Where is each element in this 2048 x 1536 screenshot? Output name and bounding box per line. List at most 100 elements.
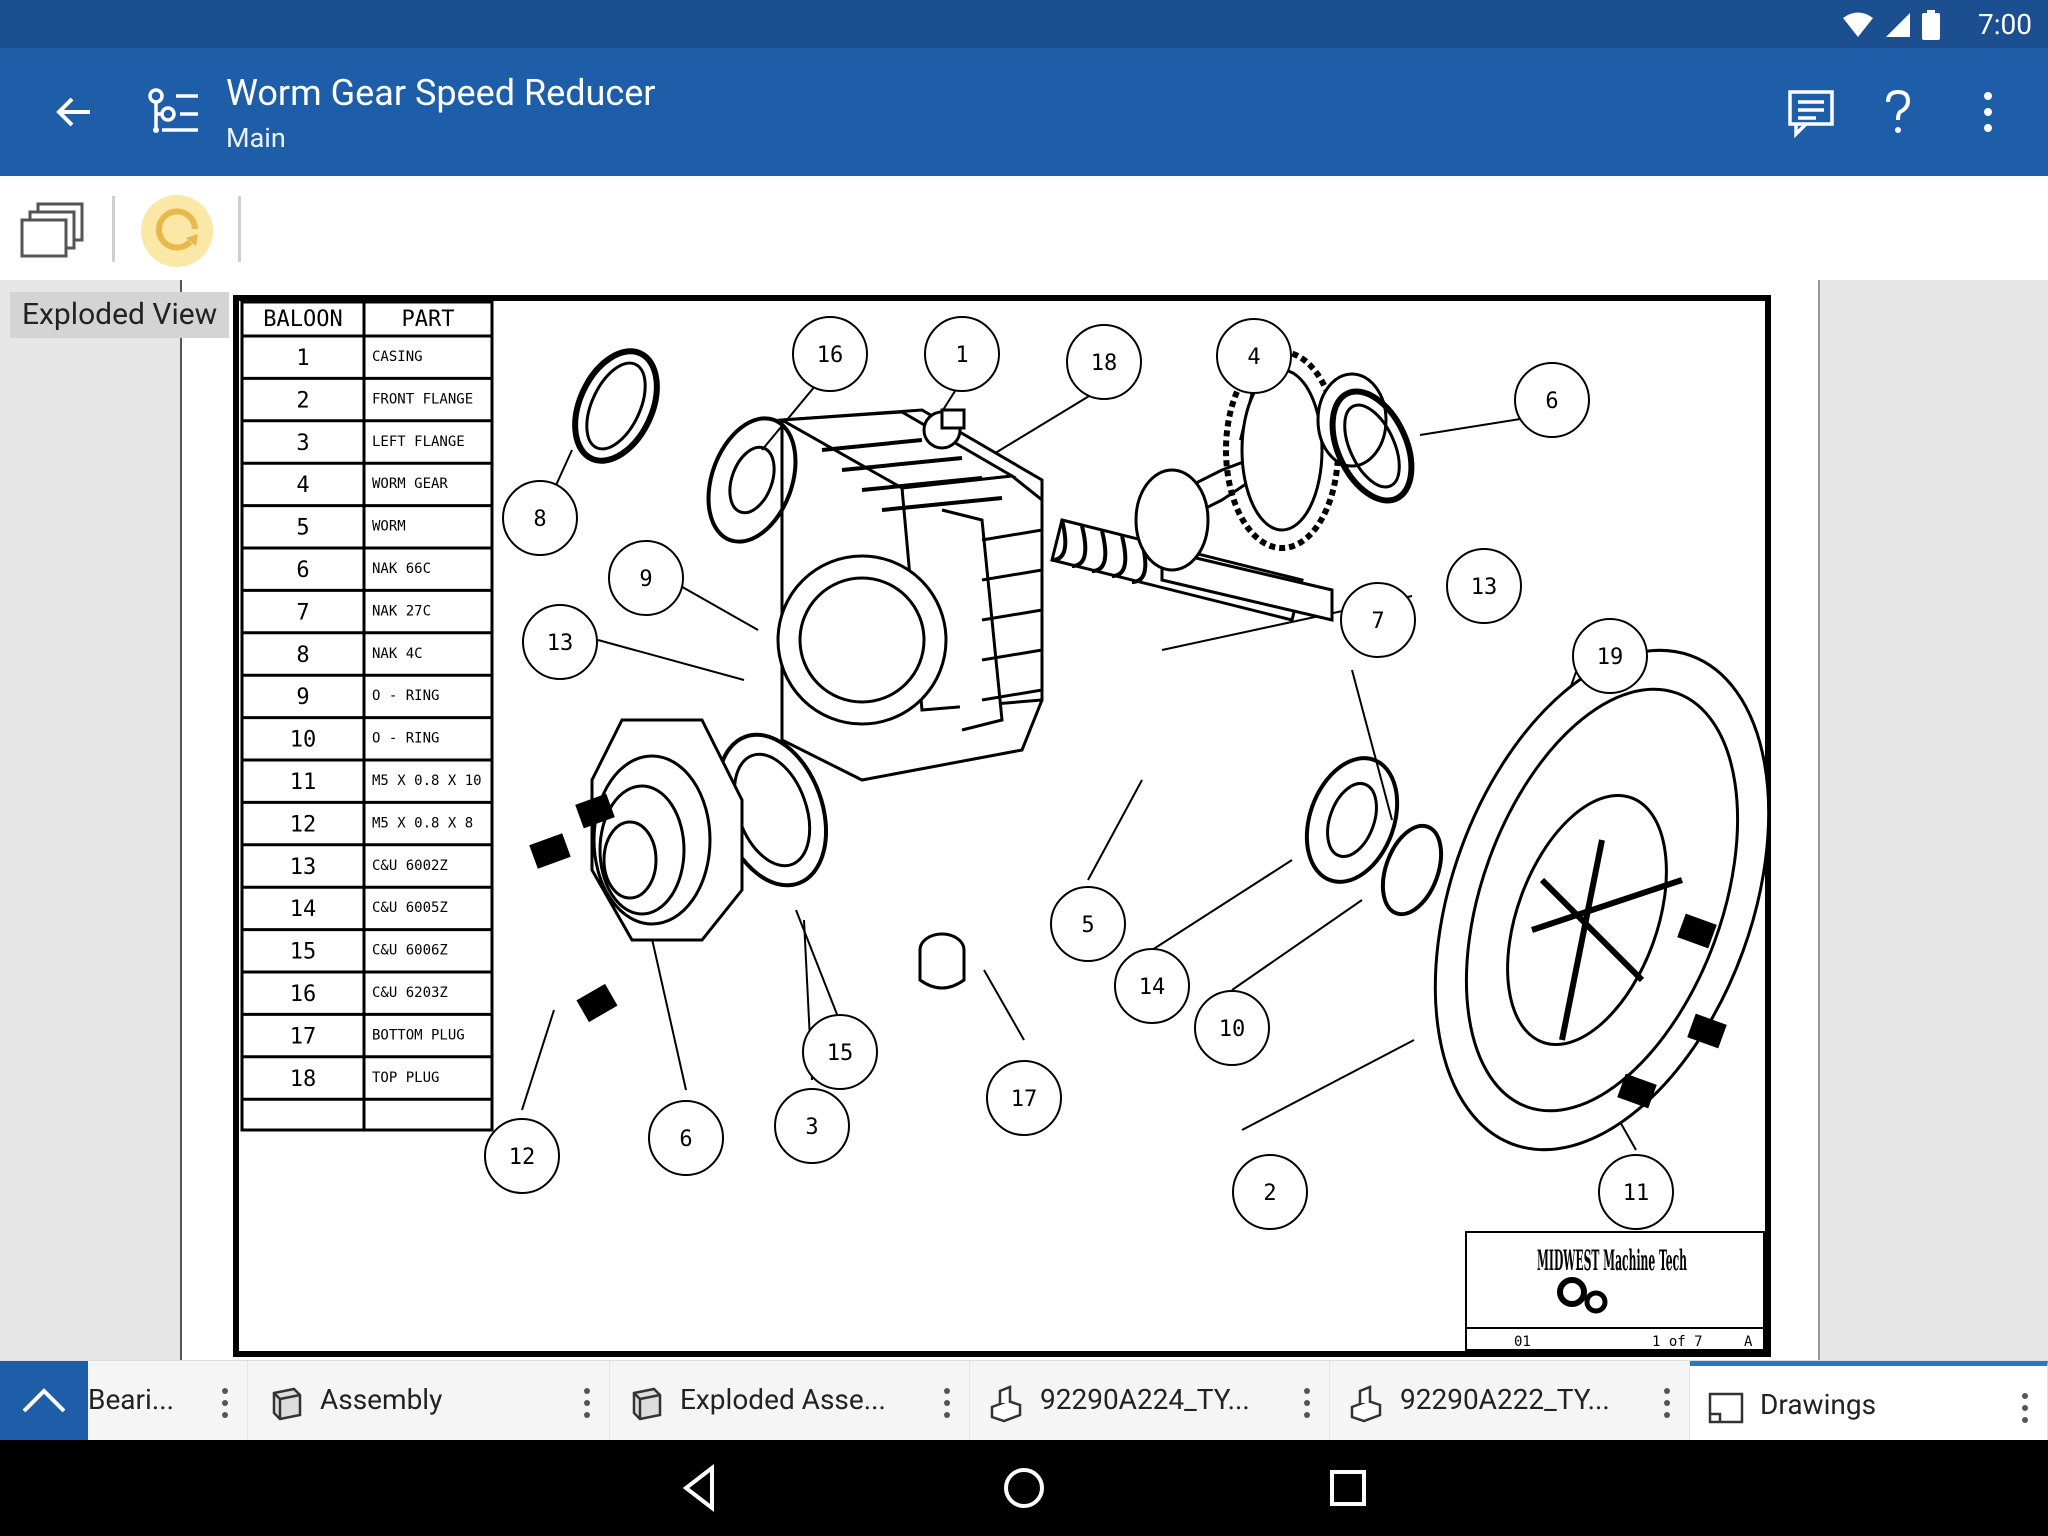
- balloon-circle: [608, 540, 684, 616]
- balloon-number: 2: [1263, 1181, 1276, 1206]
- part-icon: [990, 1385, 1022, 1423]
- recents-icon[interactable]: [1322, 1462, 1374, 1514]
- balloon-circle: [924, 316, 1000, 392]
- more-vert-icon[interactable]: [581, 1385, 593, 1421]
- balloon-circle: [1114, 948, 1190, 1024]
- table-cell-part: C&U 6203Z: [372, 985, 448, 1001]
- balloon-number: 18: [1091, 351, 1118, 376]
- home-icon[interactable]: [998, 1462, 1050, 1514]
- table-header-balloon: BALOON: [263, 307, 342, 332]
- balloon-number: 4: [1247, 345, 1260, 370]
- tab[interactable]: 92290A222_TY...: [1330, 1361, 1690, 1441]
- status-icons: [1842, 10, 1940, 40]
- table-cell-balloon: 5: [296, 516, 309, 541]
- part-icon: [1350, 1385, 1382, 1423]
- table-cell-balloon: 8: [296, 643, 309, 668]
- title-block-sheet: 1 of 7: [1652, 1334, 1703, 1350]
- table-cell-part: NAK 4C: [372, 646, 423, 662]
- table-cell-balloon: 9: [296, 685, 309, 710]
- toolbar: [0, 176, 2048, 280]
- balloon-number: 1: [955, 343, 968, 368]
- balloon-circle: [1598, 1154, 1674, 1230]
- toolbar-divider: [238, 196, 241, 262]
- title-block: MIDWEST Machine Tech 01 1 of 7 A: [1465, 1231, 1765, 1351]
- assembly-icon: [632, 1387, 662, 1421]
- table-cell-balloon: 12: [290, 812, 317, 837]
- table-cell-part: NAK 66C: [372, 561, 431, 577]
- balloon-number: 13: [547, 631, 574, 656]
- windows-icon[interactable]: [18, 200, 88, 260]
- table-cell-part: C&U 6005Z: [372, 900, 448, 916]
- balloon-number: 6: [1545, 389, 1558, 414]
- more-vert-icon[interactable]: [1301, 1385, 1313, 1421]
- balloon-number: 11: [1623, 1181, 1650, 1206]
- balloon-circle: [774, 1088, 850, 1164]
- page-title: Worm Gear Speed Reducer: [226, 72, 656, 114]
- title-block-rev: A: [1744, 1334, 1753, 1350]
- chevron-up-icon: [22, 1388, 66, 1413]
- more-vert-icon[interactable]: [219, 1385, 231, 1421]
- balloon-number: 3: [805, 1115, 818, 1140]
- help-icon[interactable]: [1870, 84, 1926, 140]
- table-cell-balloon: 3: [296, 431, 309, 456]
- table-cell-part: BOTTOM PLUG: [372, 1027, 465, 1043]
- tab[interactable]: Beari...: [88, 1361, 248, 1441]
- tab[interactable]: 92290A224_TY...: [970, 1361, 1330, 1441]
- tab-label: Beari...: [88, 1383, 174, 1416]
- balloon-circle: [1194, 990, 1270, 1066]
- balloon-circle: [648, 1100, 724, 1176]
- table-cell-balloon: 7: [296, 600, 309, 625]
- table-cell-balloon: 13: [290, 855, 317, 880]
- balloon-number: 9: [639, 567, 652, 592]
- tab[interactable]: Assembly: [250, 1361, 610, 1441]
- balloon-number: 17: [1011, 1087, 1038, 1112]
- system-nav-bar: [0, 1440, 2048, 1536]
- table-cell-balloon: 17: [290, 1024, 317, 1049]
- tab[interactable]: Exploded Asse...: [610, 1361, 970, 1441]
- app-bar: Worm Gear Speed Reducer Main: [0, 48, 2048, 176]
- comments-icon[interactable]: [1784, 84, 1840, 140]
- table-cell-balloon: 1: [296, 346, 309, 371]
- balloon-number: 5: [1081, 913, 1094, 938]
- more-vert-icon[interactable]: [1960, 84, 2016, 140]
- bottom-plug: [918, 932, 966, 990]
- table-cell-balloon: 11: [290, 770, 317, 795]
- table-cell-part: FRONT FLANGE: [372, 391, 473, 407]
- more-vert-icon[interactable]: [2019, 1390, 2031, 1426]
- tab-label: Drawings: [1760, 1388, 1877, 1421]
- table-cell-balloon: 15: [290, 940, 317, 965]
- table-cell-part: WORM GEAR: [372, 476, 448, 492]
- balloon-number: 13: [1471, 575, 1498, 600]
- table-cell-part: LEFT FLANGE: [372, 434, 465, 450]
- arrow-left-icon[interactable]: [50, 88, 98, 136]
- more-vert-icon[interactable]: [941, 1385, 953, 1421]
- balloon-circle: [484, 1118, 560, 1194]
- tab[interactable]: Drawings: [1690, 1361, 2048, 1441]
- more-vert-icon[interactable]: [1661, 1385, 1673, 1421]
- status-time: 7:00: [1978, 8, 2032, 41]
- view-label: Exploded View: [10, 292, 230, 338]
- balloon-circle: [1446, 548, 1522, 624]
- balloon-circle: [986, 1060, 1062, 1136]
- table-cell-part: WORM: [372, 519, 406, 535]
- table-header-part: PART: [402, 307, 455, 332]
- table-cell-part: TOP PLUG: [372, 1070, 439, 1086]
- back-icon[interactable]: [674, 1462, 726, 1514]
- balloon-circle: [802, 1014, 878, 1090]
- table-cell-part: C&U 6006Z: [372, 943, 448, 959]
- balloon-circle: [1066, 324, 1142, 400]
- balloon-number: 16: [817, 343, 844, 368]
- balloon-number: 12: [509, 1145, 536, 1170]
- table-cell-balloon: 2: [296, 388, 309, 413]
- table-cell-balloon: 4: [296, 473, 309, 498]
- refresh-icon[interactable]: [140, 194, 214, 268]
- balloon-circle: [502, 480, 578, 556]
- balloon-circle: [1050, 886, 1126, 962]
- expand-tabs-button[interactable]: [0, 1361, 88, 1441]
- tree-icon[interactable]: [146, 84, 202, 140]
- balloon-number: 6: [679, 1127, 692, 1152]
